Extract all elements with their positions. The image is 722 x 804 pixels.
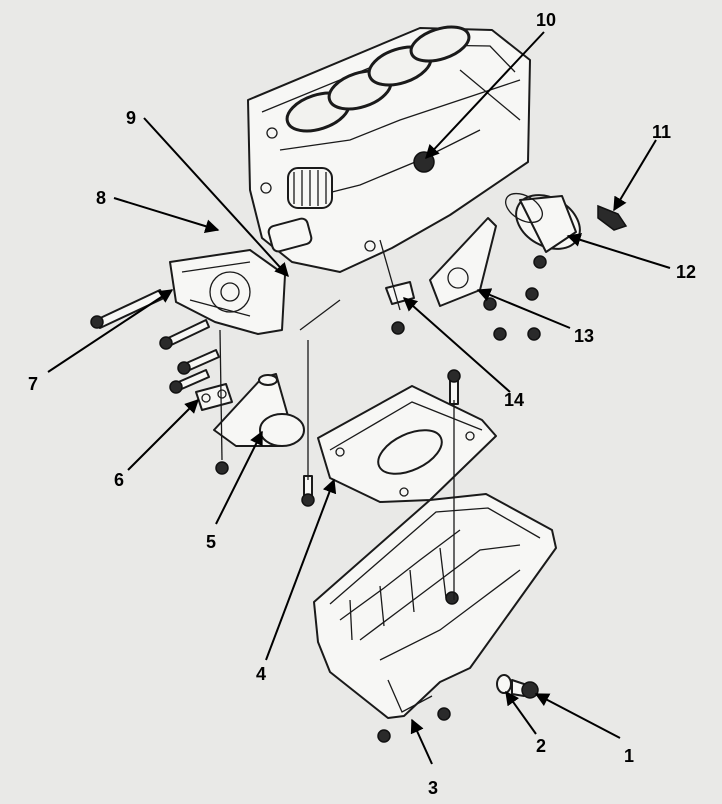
drain-plug	[496, 674, 539, 699]
leader-3	[410, 718, 433, 765]
leader-2	[505, 690, 537, 735]
leader-6	[127, 399, 199, 471]
callout-6: 6	[114, 470, 124, 490]
callout-14: 14	[504, 390, 524, 410]
cylinder-block	[247, 25, 531, 273]
leader-5	[215, 430, 263, 525]
callout-7: 7	[28, 374, 38, 394]
callout-1: 1	[624, 746, 634, 766]
callout-13: 13	[574, 326, 594, 346]
leader-10	[425, 31, 545, 160]
leader-12	[566, 233, 671, 269]
callout-3: 3	[428, 778, 438, 798]
leader-1	[534, 693, 621, 739]
baffle-plate	[317, 385, 497, 503]
oil-strainer	[213, 373, 305, 475]
leader-11	[613, 139, 657, 212]
callout-2: 2	[536, 736, 546, 756]
oil-pan	[313, 493, 557, 743]
leader-14	[402, 297, 511, 393]
oil-filter	[505, 192, 581, 253]
oil-pump-cover	[169, 249, 286, 335]
leader-lines	[47, 31, 671, 765]
strainer-gasket	[195, 383, 233, 411]
leader-4	[265, 478, 337, 661]
pump-bolts	[90, 289, 220, 394]
leader-9	[143, 117, 289, 278]
filter-bracket	[429, 217, 547, 341]
callout-4: 4	[256, 664, 266, 684]
leader-7	[47, 289, 174, 373]
callout-5: 5	[206, 532, 216, 552]
callout-11: 11	[652, 122, 671, 142]
callout-10: 10	[536, 10, 556, 30]
callout-12: 12	[676, 262, 696, 282]
plate-bolts	[301, 369, 461, 507]
callout-8: 8	[96, 188, 106, 208]
callout-9: 9	[126, 108, 136, 128]
leader-8	[113, 197, 220, 233]
callout-labels: 1 2 3 4 5 6 7 8 9 10 11 12 13 14	[28, 10, 696, 798]
leader-13	[476, 288, 571, 329]
oil-pressure-switch	[597, 204, 628, 231]
assembly-guide-lines	[219, 239, 455, 600]
